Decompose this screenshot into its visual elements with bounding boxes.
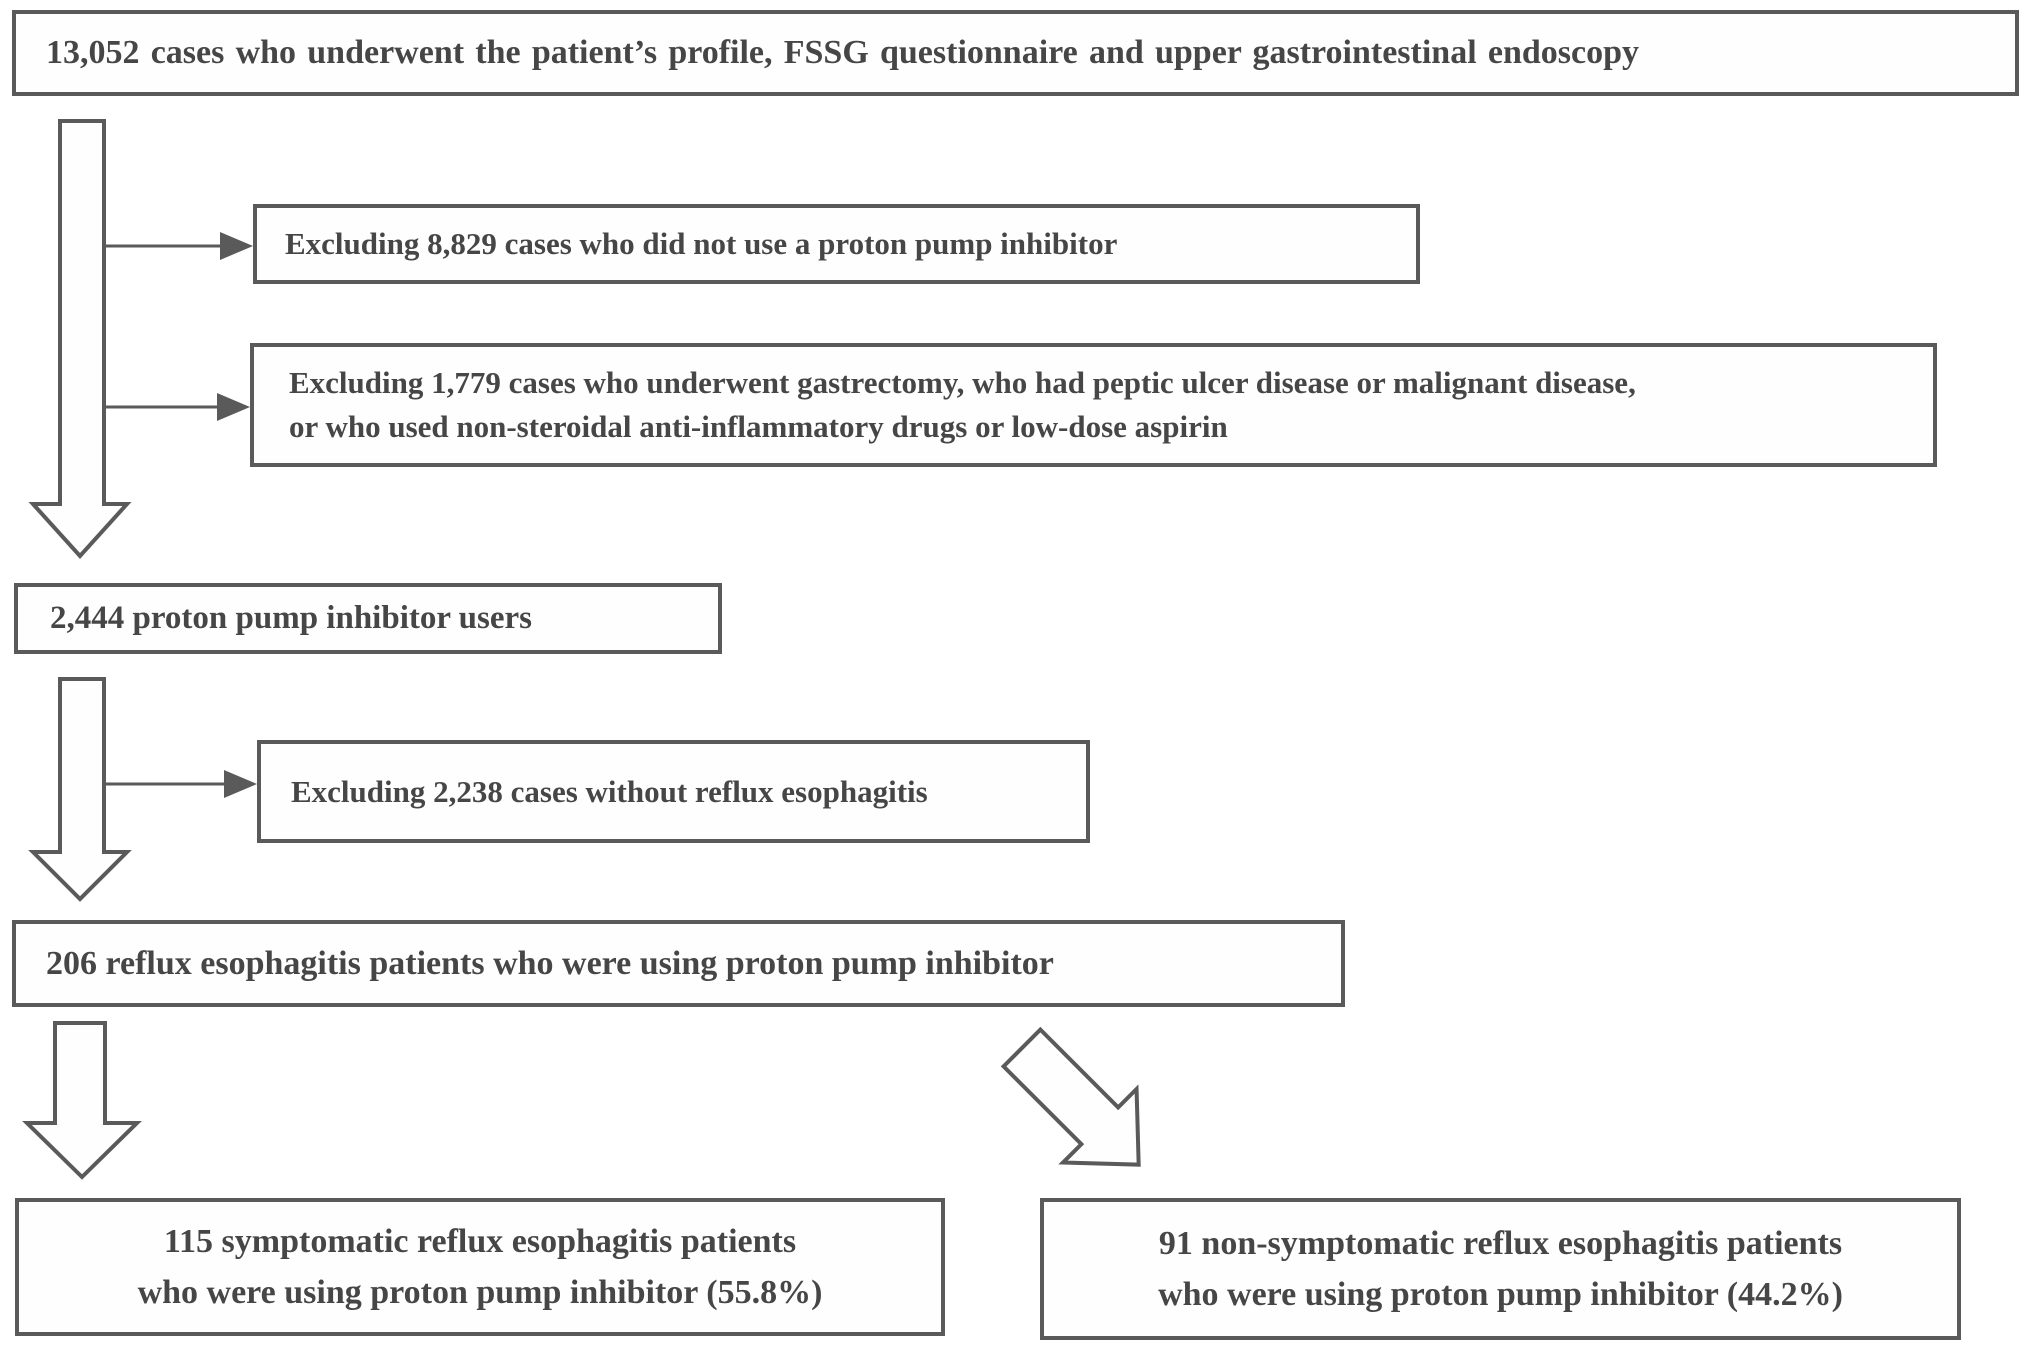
node-reflux-ppi-patients: 206 reflux esophagitis patients who were… [12, 920, 1345, 1007]
node-symptomatic: 115 symptomatic reflux esophagitis patie… [15, 1198, 945, 1336]
node-reflux-ppi-patients-text: 206 reflux esophagitis patients who were… [46, 944, 1054, 982]
node-non-symptomatic-line2: who were using proton pump inhibitor (44… [1158, 1276, 1843, 1313]
branch-arrowhead-3 [224, 770, 257, 798]
down-block-arrow-1 [28, 119, 132, 559]
down-block-arrow-2 [28, 677, 132, 902]
diagonal-block-arrow [1000, 1026, 1141, 1167]
branch-arrowhead-1 [220, 232, 253, 260]
node-non-symptomatic: 91 non-symptomatic reflux esophagitis pa… [1040, 1198, 1961, 1340]
node-exclusion-comorbidities: Excluding 1,779 cases who underwent gast… [250, 343, 1937, 467]
node-total-cases-text: 13,052 cases who underwent the patient’s… [46, 34, 1640, 71]
node-non-symptomatic-line1: 91 non-symptomatic reflux esophagitis pa… [1158, 1225, 1843, 1262]
node-ppi-users-text: 2,444 proton pump inhibitor users [50, 600, 532, 636]
branch-arrowhead-2 [217, 393, 250, 421]
node-exclusion-no-ppi: Excluding 8,829 cases who did not use a … [253, 204, 1420, 284]
node-exclusion-no-reflux: Excluding 2,238 cases without reflux eso… [257, 740, 1090, 843]
node-exclusion-no-ppi-text: Excluding 8,829 cases who did not use a … [285, 226, 1118, 261]
node-ppi-users: 2,444 proton pump inhibitor users [14, 583, 722, 654]
node-exclusion-no-reflux-text: Excluding 2,238 cases without reflux eso… [291, 773, 928, 809]
down-block-arrow-3 [22, 1021, 142, 1180]
node-exclusion-comorbidities-line1: Excluding 1,779 cases who underwent gast… [289, 364, 1636, 400]
node-exclusion-comorbidities-line2: or who used non-steroidal anti-inflammat… [289, 409, 1228, 444]
node-total-cases: 13,052 cases who underwent the patient’s… [12, 10, 2019, 96]
node-symptomatic-line2: who were using proton pump inhibitor (55… [137, 1274, 823, 1311]
node-symptomatic-line1: 115 symptomatic reflux esophagitis patie… [163, 1223, 797, 1260]
